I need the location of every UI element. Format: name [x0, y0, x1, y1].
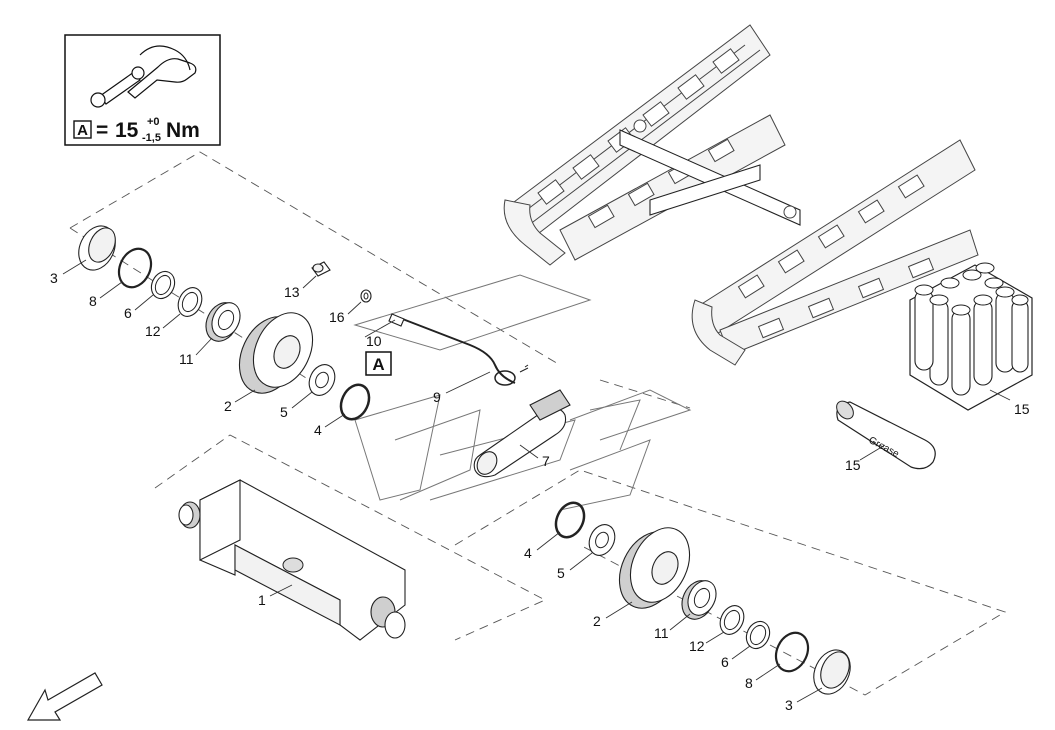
part-11-bearing-lower: [681, 580, 717, 620]
callout-3-upper: 3: [50, 270, 58, 286]
part-4-seal-lower: [554, 501, 586, 539]
torque-value: 15: [115, 119, 139, 142]
part-1-axle: [178, 479, 406, 641]
callout-8-lower: 8: [745, 675, 753, 691]
callout-6-lower: 6: [721, 654, 729, 670]
callout-11-lower: 11: [654, 625, 669, 641]
callout-4-lower: 4: [524, 545, 532, 561]
torque-tolerance-minus: -1,5: [142, 132, 161, 144]
lower-part-set: [554, 501, 851, 695]
part-12-ring-lower: [719, 605, 745, 635]
track-frame-chain-assembly: [503, 24, 979, 366]
part-12-ring-upper: [177, 287, 203, 317]
leader-lines: [62, 259, 1011, 703]
part-5-washer-lower: [588, 524, 616, 556]
detail-marker-a: A: [365, 351, 392, 376]
callout-5-lower: 5: [557, 565, 565, 581]
lower-chain: [691, 139, 979, 366]
callout-10: 10: [366, 333, 382, 349]
frame-mount-outline: [353, 274, 692, 511]
callout-2-upper: 2: [224, 398, 232, 414]
callout-15-box: 15: [1014, 401, 1030, 417]
detail-marker-letter: A: [372, 355, 384, 374]
part-6-ring-lower: [745, 620, 771, 650]
upper-part-set: [78, 225, 571, 478]
part-3-cap-lower: [813, 649, 851, 695]
callout-12-upper: 12: [145, 323, 161, 339]
part-3-cap-upper: [78, 225, 116, 271]
torque-spec-box: A = 15 +0 -1,5 Nm: [64, 34, 221, 146]
grease-box-icon: [909, 262, 1033, 411]
callout-2-lower: 2: [593, 613, 601, 629]
part-2-roller-upper: [238, 312, 314, 394]
callout-16: 16: [329, 309, 345, 325]
part-6-ring-upper: [150, 270, 176, 300]
callout-3-lower: 3: [785, 697, 793, 713]
torque-unit: Nm: [166, 119, 200, 142]
callout-4-upper: 4: [314, 422, 322, 438]
torque-key-letter: A: [77, 122, 88, 139]
direction-arrow-icon: [26, 672, 103, 721]
callout-5-upper: 5: [280, 404, 288, 420]
callout-11-upper: 11: [179, 351, 194, 367]
callout-13: 13: [284, 284, 300, 300]
callout-12-lower: 12: [689, 638, 705, 654]
part-16-small-washer: [360, 289, 372, 303]
callout-6-upper: 6: [124, 305, 132, 321]
torque-tolerance-plus: +0: [147, 116, 160, 128]
callout-labels: 3 8 6 12 11 2 5 4 13 16 10 9 7 1 4 5 2 1…: [50, 270, 1030, 713]
torque-equals: =: [96, 119, 108, 142]
callout-7: 7: [542, 453, 550, 469]
callout-15-tube: 15: [845, 457, 861, 473]
grease-tube-icon: Grease: [836, 400, 936, 470]
part-8-snap-ring-upper: [117, 247, 153, 289]
callout-8-upper: 8: [89, 293, 97, 309]
part-4-seal-upper: [339, 383, 371, 421]
callout-1: 1: [258, 592, 266, 608]
wrench-hand-icon: [90, 45, 197, 108]
part-13-grease-nipple: [311, 261, 331, 277]
part-9-grease-line: [388, 313, 529, 386]
part-2-roller-lower: [618, 527, 691, 609]
part-5-washer-upper: [308, 364, 336, 396]
part-11-bearing-upper: [205, 302, 241, 342]
part-8-snap-ring-lower: [774, 631, 810, 673]
part-7-pin: [473, 389, 571, 478]
callout-9: 9: [433, 389, 441, 405]
